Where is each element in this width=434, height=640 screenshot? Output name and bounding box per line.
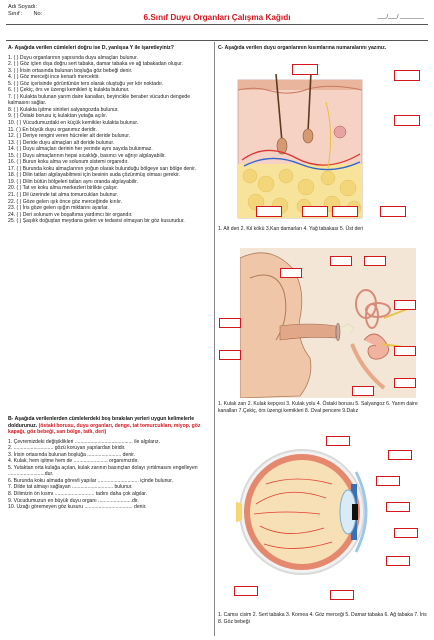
section-c-title: C- Aşağıda verilen duyu organlarının kıs… xyxy=(218,45,387,51)
section-a: A- Aşağıda verilen cümleleri doğru ise D… xyxy=(8,45,210,225)
column-divider xyxy=(214,42,215,636)
fill-in-item: 7. Dilde tat almayı sağlayan ...........… xyxy=(8,484,133,491)
true-false-item: 21. ( ) Dil üzerinde tat alma tomurcukla… xyxy=(8,192,119,199)
fill-in-item: 10. Uzağı göremeyen göz kusuru .........… xyxy=(8,504,147,511)
true-false-item: 19. ( ) Dilin bütün bölgeleri tatları ay… xyxy=(8,178,138,185)
name-label: Adı Soyadı: xyxy=(8,4,37,10)
true-false-item: 10. ( ) Vücudumuzdaki en küçük kemikler … xyxy=(8,120,139,127)
skin-label-box-6[interactable] xyxy=(332,206,358,217)
eye-label-box-6[interactable] xyxy=(386,556,410,566)
true-false-item: 15. ( ) Duyu almaçlarının hepsi sıcaklığ… xyxy=(8,152,166,159)
eye-diagram xyxy=(232,444,386,580)
true-false-item: 25. ( ) Şaşılık doğuştan meydana gelen v… xyxy=(8,218,185,225)
true-false-item: 7. ( ) Kulakta bulunan yarım daire kanal… xyxy=(8,93,191,107)
ear-label-box-2[interactable] xyxy=(219,350,241,360)
fill-in-list: 1. Çevremizdeki değişiklikleri .........… xyxy=(8,439,210,511)
page-title: 6.Sınıf Duyu Organları Çalışma Kağıdı xyxy=(143,13,291,22)
section-b-word-bank: (östaki borusu, duyu organları, denge, t… xyxy=(8,422,201,436)
eye-caption: 1. Camsı cisim 2. Sert tabaka 3. Kornea … xyxy=(218,612,427,625)
fill-in-item: 9. Vücudumuzun en büyük duyu organı ....… xyxy=(8,497,139,504)
header-divider-bottom xyxy=(6,40,428,41)
fill-in-item: 6. Burunda koku almada görevli yapılar .… xyxy=(8,477,174,484)
true-false-list: 1. ( ) Duyu organlarının yapısında duyu … xyxy=(8,55,210,225)
skin-label-box-5[interactable] xyxy=(302,206,328,217)
worksheet-header: Adı Soyadı: Sınıf : No: 6.Sınıf Duyu Org… xyxy=(0,0,434,42)
true-false-item: 22. ( ) Göze gelen ışık önce göz merceği… xyxy=(8,198,123,205)
no-label: No: xyxy=(33,11,43,17)
section-a-title: A- Aşağıda verilen cümleleri doğru ise D… xyxy=(8,45,174,51)
section-b-title: B- Aşağıda verilenlerden cümlelerdeki bo… xyxy=(8,416,210,436)
ear-diagram xyxy=(239,248,416,399)
skin-label-box-3[interactable] xyxy=(394,115,420,126)
eye-label-box-2[interactable] xyxy=(388,450,412,460)
section-b: B- Aşağıda verilenlerden cümlelerdeki bo… xyxy=(8,416,210,511)
true-false-item: 5. ( ) Göz içerisinde görüntünün ters ol… xyxy=(8,80,164,87)
true-false-item: 11. ( ) En büyük duyu organımız deridir. xyxy=(8,126,97,133)
fill-in-item: 1. Çevremizdeki değişiklikleri .........… xyxy=(8,438,161,445)
fill-in-item: 3. İrisin ortasında bulunan boşluğa ....… xyxy=(8,451,136,458)
true-false-item: 3. ( ) İrisin ortasında bulunan boşluğa … xyxy=(8,67,133,74)
ear-label-box-1[interactable] xyxy=(219,318,241,328)
true-false-item: 23. ( ) İris göze gelen ışığın miktarını… xyxy=(8,205,109,212)
header-divider-top xyxy=(6,24,428,25)
student-fields: Adı Soyadı: Sınıf : No: xyxy=(8,4,42,18)
true-false-item: 12. ( ) Deriye rengini veren hücreler al… xyxy=(8,133,131,140)
eye-label-box-5[interactable] xyxy=(394,528,418,538)
date-blank: ___/___/ ________ xyxy=(377,14,424,20)
skin-caption: 1. Alt deri 2. Kıl kökü 3.Kan damarları … xyxy=(218,226,364,232)
eye-label-box-7[interactable] xyxy=(234,586,258,596)
true-false-item: 20. ( ) Tat ve koku alma merkezleri birl… xyxy=(8,185,119,192)
ear-label-box-3[interactable] xyxy=(280,268,302,278)
skin-diagram xyxy=(236,71,366,224)
ear-caption: 1. Kulak zarı 2. Kulak kepçesi 3. Kulak … xyxy=(218,401,418,414)
eye-label-box-4[interactable] xyxy=(386,502,410,512)
skin-label-box-1[interactable] xyxy=(292,64,318,75)
eye-label-box-3[interactable] xyxy=(376,476,400,486)
ear-label-box-6[interactable] xyxy=(394,300,416,310)
fill-in-item: 2. ............................ gözü kor… xyxy=(8,445,126,452)
skin-label-box-4[interactable] xyxy=(256,206,282,217)
ear-label-box-5[interactable] xyxy=(364,256,386,266)
true-false-item: 24. ( ) Deri solunum ve boşaltıma yardım… xyxy=(8,211,133,218)
class-label: Sınıf : xyxy=(8,11,23,17)
eye-label-box-8[interactable] xyxy=(330,590,354,600)
true-false-item: 14. ( ) Duyu almaçları derinin her yerin… xyxy=(8,146,153,153)
eye-label-box-1[interactable] xyxy=(326,436,350,446)
skin-label-box-2[interactable] xyxy=(394,70,420,81)
fill-in-item: 8. Dilimizin ön kısmı ..................… xyxy=(8,491,147,498)
true-false-item: 18. ( ) Dilin tatları algılayabilmesi iç… xyxy=(8,172,180,179)
true-false-item: 6. ( ) Çekiç, örs ve üzengi kemikleri iç… xyxy=(8,87,130,94)
true-false-item: 8. ( ) Kulakta işitme sinirleri salyango… xyxy=(8,106,119,113)
ear-label-box-8[interactable] xyxy=(394,378,416,388)
ear-label-box-4[interactable] xyxy=(330,256,352,266)
ear-label-box-9[interactable] xyxy=(352,386,374,396)
true-false-item: 16. ( ) Burun koku alma ve solunum siste… xyxy=(8,159,129,166)
skin-label-box-7[interactable] xyxy=(380,206,406,217)
true-false-item: 13. ( ) Deride duyu almaçları alt deride… xyxy=(8,139,115,146)
ear-label-box-7[interactable] xyxy=(394,346,416,356)
fill-in-item: 4. Kulak, hem işitme hem de ............… xyxy=(8,458,139,465)
true-false-item: 17. ( ) Burunda koku almaçlarının yoğun … xyxy=(8,165,197,172)
true-false-item: 2. ( ) Göz içten dışa doğru sert tabaka,… xyxy=(8,61,183,68)
section-b-instruction: B- Aşağıda verilenlerden cümlelerdeki bo… xyxy=(8,416,195,429)
true-false-item: 9. ( ) Östaki borusu iç kulaktan yutağa … xyxy=(8,113,108,120)
true-false-item: 4. ( ) Göz merceği ince kenarlı mercekti… xyxy=(8,74,100,81)
fill-in-item: 5. Yutaktan orta kulağa açılan, kulak za… xyxy=(8,464,198,478)
true-false-item: 1. ( ) Duyu organlarının yapısında duyu … xyxy=(8,54,138,61)
